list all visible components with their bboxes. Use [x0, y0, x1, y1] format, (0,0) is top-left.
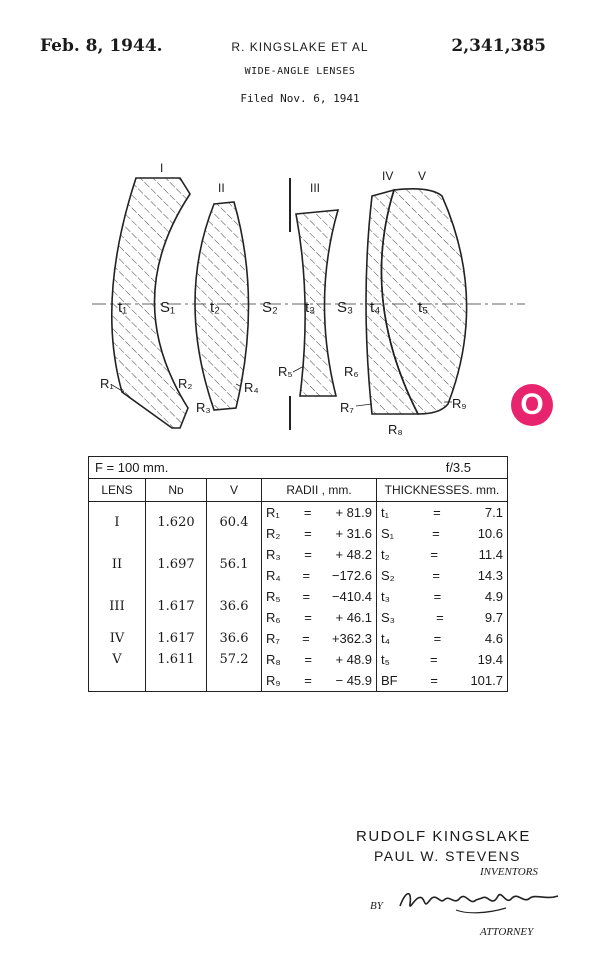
thickness-row: S₃=9.7	[381, 610, 503, 625]
lens-id-column: I II III IV V	[89, 502, 146, 692]
col-radii: RADII , mm.	[261, 478, 377, 502]
aperture-ratio: f/3.5	[445, 460, 471, 475]
radius-row: R₉=− 45.9	[266, 673, 372, 688]
thickness-row: t₄=4.6	[381, 631, 503, 646]
col-nd: Nᴅ	[145, 478, 207, 502]
lens-label-II: II	[218, 181, 225, 195]
nd-III: 1.617	[157, 599, 195, 614]
label-t1: t₁	[118, 299, 127, 316]
radius-row: R₇=+362.3	[266, 631, 372, 646]
lens-id-III: III	[109, 599, 125, 614]
thickness-row: t₅=19.4	[381, 652, 503, 667]
lens-data-table: F = 100 mm. f/3.5 LENS Nᴅ V RADII , mm. …	[88, 456, 508, 692]
patent-number: 2,341,385	[451, 36, 546, 56]
col-v: V	[206, 478, 262, 502]
lens-id-IV: IV	[109, 631, 125, 646]
patent-title: WIDE-ANGLE LENSES	[244, 66, 356, 77]
attorney-caption: ATTORNEY	[480, 926, 534, 938]
label-r3: R₃	[196, 400, 211, 415]
lens-diagram: I II III IV V t₁ S₁ t₂ S₂ t₃ S₃ t₄ t₅ R₁…	[92, 161, 525, 437]
thickness-row: S₂=14.3	[381, 568, 503, 583]
label-r4: R₄	[244, 380, 259, 395]
attorney-signature	[399, 892, 559, 914]
radius-row: R₃=+ 48.2	[266, 547, 372, 562]
v-column: 60.4 56.1 36.6 36.6 57.2	[206, 501, 262, 692]
v-V: 57.2	[219, 652, 249, 667]
v-I: 60.4	[219, 515, 249, 530]
label-r2: R₂	[178, 376, 192, 391]
lens-id-II: II	[111, 557, 123, 572]
pink-circle-badge: O	[511, 384, 553, 426]
lens-I	[110, 177, 191, 429]
table-top-row: F = 100 mm. f/3.5	[88, 456, 508, 479]
nd-I: 1.620	[157, 515, 195, 530]
radius-row: R₁=+ 81.9	[266, 505, 372, 520]
radius-row: R₆=+ 46.1	[266, 610, 372, 625]
thickness-column: t₁=7.1 S₁=10.6 t₂=11.4 S₂=14.3 t₃=4.9 S₃…	[376, 501, 508, 692]
label-r8: R₈	[388, 422, 403, 437]
radius-row: R₅=−410.4	[266, 589, 372, 604]
radii-column: R₁=+ 81.9 R₂=+ 31.6 R₃=+ 48.2 R₄=−172.6 …	[261, 501, 377, 692]
inventor-name-2: PAUL W. STEVENS	[374, 848, 521, 864]
nd-II: 1.697	[157, 557, 195, 572]
radius-row: R₂=+ 31.6	[266, 526, 372, 541]
focal-length: F = 100 mm.	[95, 460, 169, 475]
label-t3: t₃	[305, 299, 315, 316]
label-t5: t₅	[418, 299, 428, 316]
inventors-header: R. KINGSLAKE ET AL	[231, 40, 369, 54]
inventor-name-1: RUDOLF KINGSLAKE	[356, 828, 531, 845]
label-r5: R₅	[278, 364, 293, 379]
thickness-row: t₂=11.4	[381, 547, 503, 562]
label-r9: R₉	[452, 396, 467, 411]
patent-date: Feb. 8, 1944.	[40, 36, 163, 56]
radius-row: R₈=+ 48.9	[266, 652, 372, 667]
label-r7: R₇	[340, 400, 354, 415]
col-thicknesses: THICKNESSES. mm.	[376, 478, 508, 502]
nd-V: 1.611	[157, 652, 195, 667]
v-II: 56.1	[219, 557, 249, 572]
label-s2: S₂	[262, 299, 278, 316]
v-III: 36.6	[219, 599, 249, 614]
thickness-row: t₃=4.9	[381, 589, 503, 604]
thickness-row: BF=101.7	[381, 673, 503, 688]
radius-row: R₄=−172.6	[266, 568, 372, 583]
label-t4: t₄	[370, 299, 380, 316]
inventors-caption: INVENTORS	[480, 866, 538, 878]
lens-II	[194, 201, 250, 411]
label-s3: S₃	[337, 299, 353, 316]
label-r6: R₆	[344, 364, 359, 379]
filed-date: Filed Nov. 6, 1941	[240, 92, 360, 105]
lens-V	[380, 188, 468, 415]
thickness-row: S₁=10.6	[381, 526, 503, 541]
thickness-row: t₁=7.1	[381, 505, 503, 520]
by-label: BY	[370, 900, 383, 912]
label-t2: t₂	[210, 299, 220, 316]
col-lens: LENS	[88, 478, 146, 502]
lens-III	[295, 209, 340, 397]
label-s1: S₁	[160, 299, 175, 316]
lens-label-III: III	[310, 181, 320, 195]
lens-label-V: V	[418, 169, 426, 183]
label-r1: R₁	[100, 376, 114, 391]
lens-label-IV: IV	[382, 169, 393, 183]
lens-id-I: I	[114, 515, 120, 530]
nd-column: 1.620 1.697 1.617 1.617 1.611	[145, 501, 207, 692]
v-IV: 36.6	[219, 631, 249, 646]
nd-IV: 1.617	[157, 631, 195, 646]
lens-id-V: V	[112, 652, 122, 667]
lens-label-I: I	[160, 161, 163, 175]
